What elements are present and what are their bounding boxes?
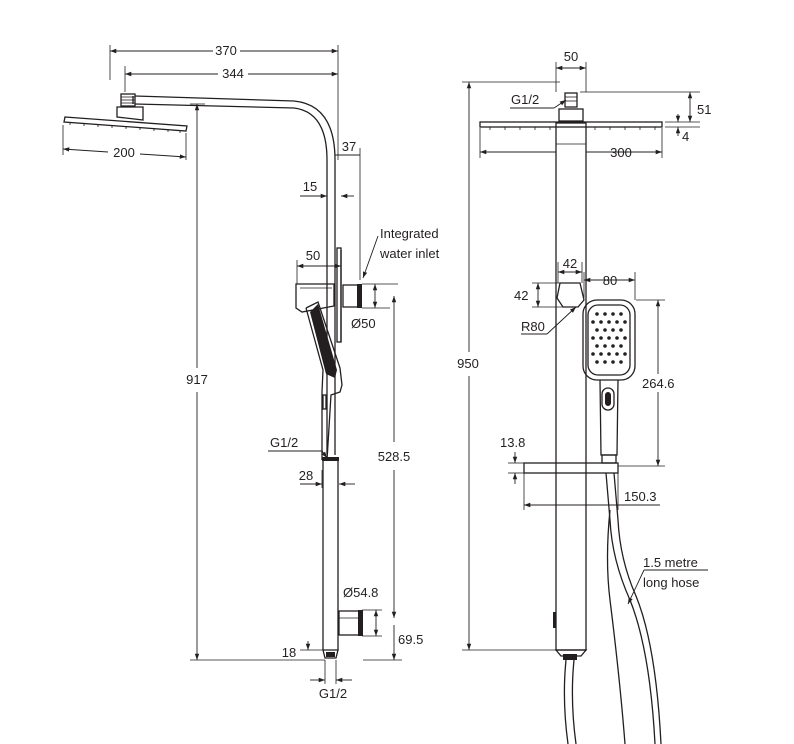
dim-inlet-diameter: Ø50 (351, 316, 376, 331)
dim-head-height: 51 (697, 102, 711, 117)
inlet-label-line1: Integrated (380, 226, 439, 241)
dim-bottom-diameter: Ø54.8 (343, 585, 378, 600)
dim-shelf-height: 13.8 (500, 435, 525, 450)
rain-head-front (479, 92, 663, 130)
integrated-water-inlet (336, 247, 362, 343)
dim-holder-height: 42 (514, 288, 528, 303)
dim-hand-width: 80 (603, 273, 617, 288)
dim-shelf-width: 150.3 (624, 489, 657, 504)
dim-hand-length: 264.6 (642, 376, 675, 391)
label-thread-top: G1/2 (270, 435, 298, 450)
bottom-inlet (338, 610, 363, 636)
handset-holder-front (556, 282, 585, 308)
dim-bracket: 50 (306, 248, 320, 263)
label-thread-front: G1/2 (511, 92, 539, 107)
hose (563, 472, 662, 744)
dim-arm-inner: 344 (222, 66, 244, 81)
dim-arm-outer: 370 (215, 43, 237, 58)
spray-nozzles (591, 312, 627, 364)
dim-bottom-inlet: 69.5 (398, 632, 423, 647)
dim-bottom-cap: 18 (282, 645, 296, 660)
dim-total-height: 917 (186, 372, 208, 387)
rain-head-side (63, 93, 188, 133)
dim-head-width-front: 300 (610, 145, 632, 160)
dim-head-thickness: 4 (682, 129, 689, 144)
front-view: 50 G1/2 51 4 300 950 42 42 R80 (457, 49, 711, 744)
dim-offset: 37 (342, 139, 356, 154)
dim-head-width: 200 (113, 145, 135, 160)
dim-rail-offset: 15 (303, 179, 317, 194)
hose-label-line2: long hose (643, 575, 699, 590)
dim-top-width: 50 (564, 49, 578, 64)
dim-holder-width: 42 (563, 256, 577, 271)
dim-rail-length: 528.5 (378, 449, 411, 464)
shelf-front (523, 462, 619, 474)
dim-radius: R80 (521, 319, 545, 334)
label-thread-bottom: G1/2 (319, 686, 347, 701)
side-view: 370 344 200 37 15 50 Integrated water in… (62, 43, 440, 701)
dim-total-height-front: 950 (457, 356, 479, 371)
shower-rail-front (555, 122, 587, 651)
hand-shower-side (305, 301, 343, 461)
hose-label-line1: 1.5 metre (643, 555, 698, 570)
hand-shower-front (582, 299, 636, 464)
overhead-arm (134, 95, 336, 455)
dim-tube: 28 (299, 468, 313, 483)
inlet-label-line2: water inlet (379, 246, 440, 261)
